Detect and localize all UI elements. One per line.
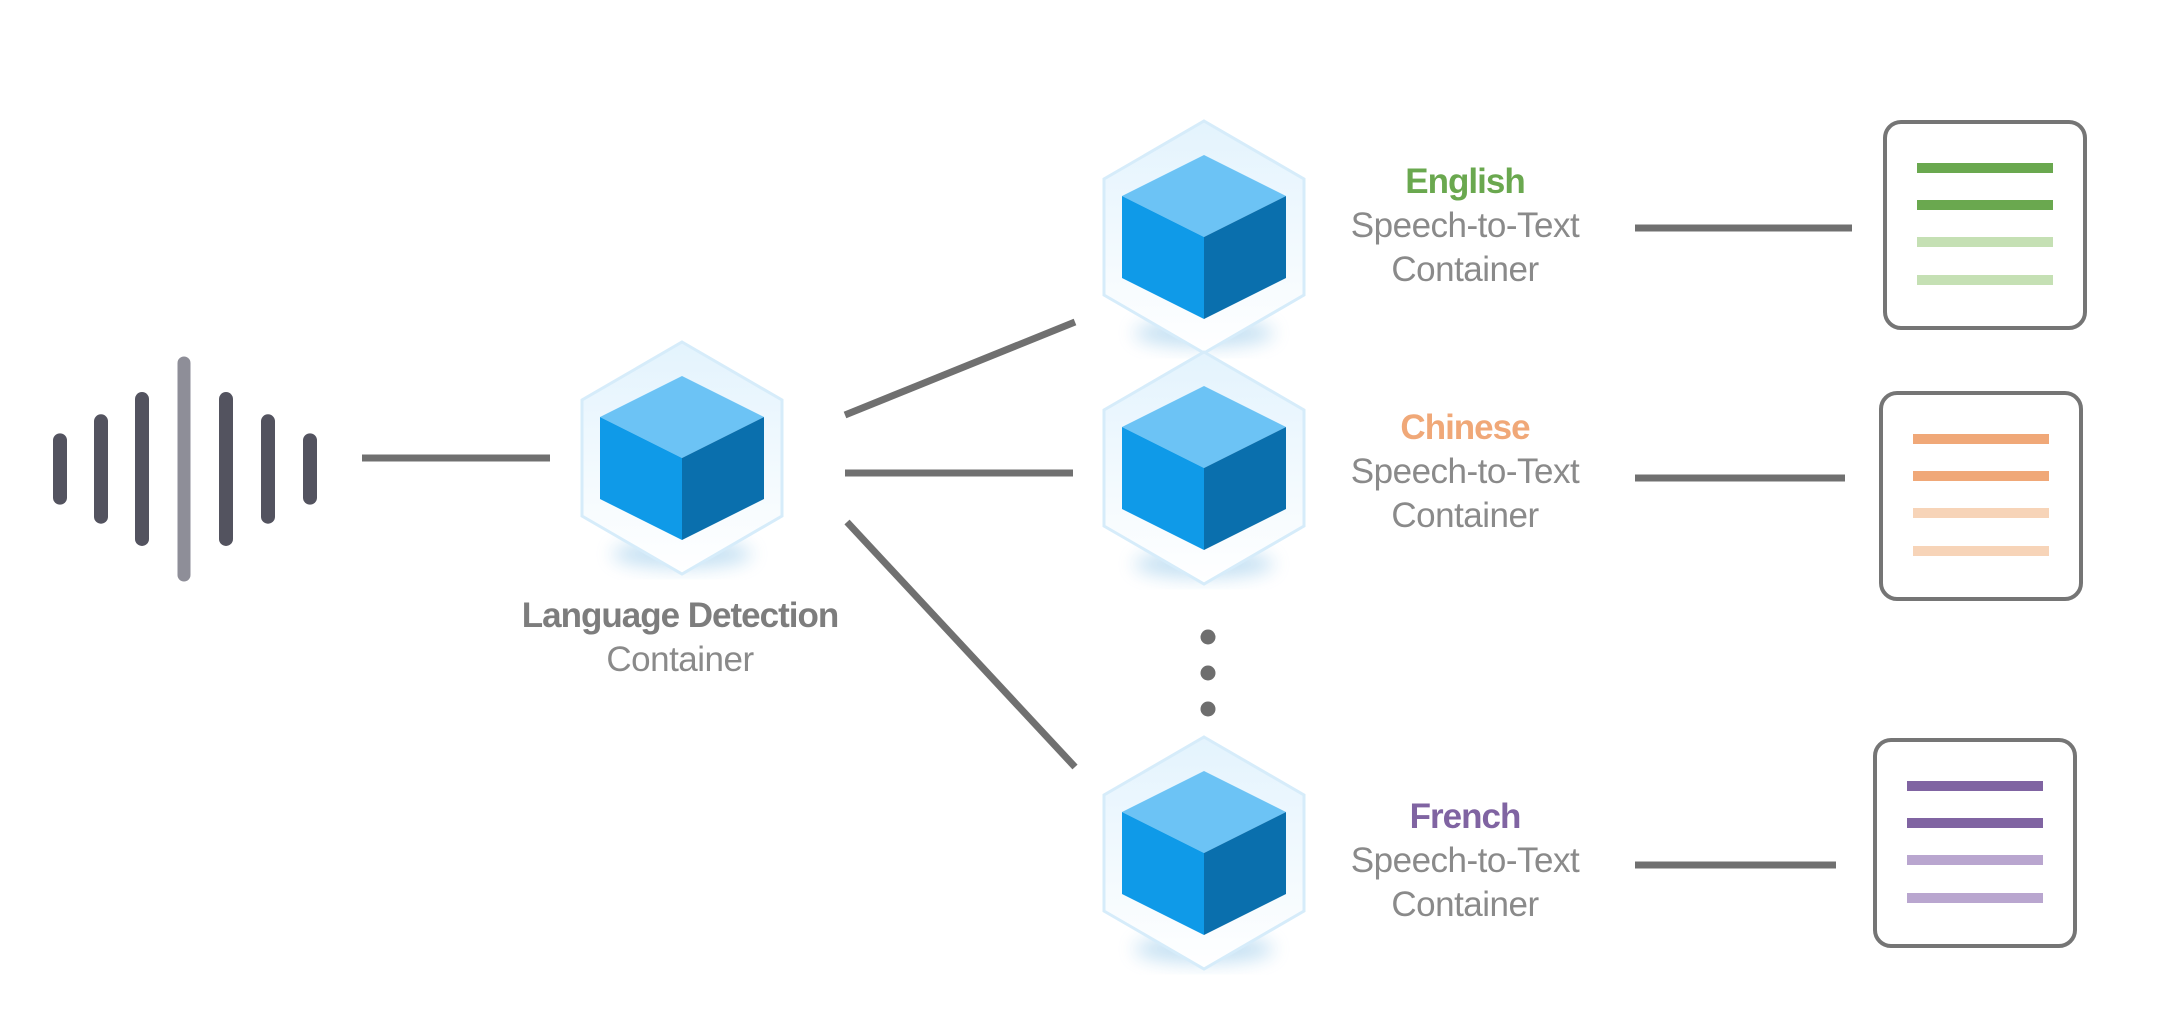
connector-detection-to-french <box>844 519 1078 770</box>
container-type-line1: Speech-to-Text <box>1350 452 1580 491</box>
ellipsis-dot <box>1200 629 1216 645</box>
english-container-label: English Speech-to-Text Container <box>1300 160 1630 292</box>
container-type-line2: Container <box>1391 496 1539 535</box>
detection-title: Language Detection <box>521 596 839 635</box>
container-type-line2: Container <box>1391 885 1539 924</box>
french-container-label: French Speech-to-Text Container <box>1300 795 1630 927</box>
ellipsis-dot <box>1200 701 1216 717</box>
cube-left-face <box>1122 427 1204 550</box>
connectors <box>362 224 1852 869</box>
cube-left-face <box>600 417 682 540</box>
chinese-container-label: Chinese Speech-to-Text Container <box>1300 406 1630 538</box>
container-type-line1: Speech-to-Text <box>1350 206 1580 245</box>
cube-left-face <box>1122 196 1204 319</box>
ellipsis-dot <box>1200 665 1216 681</box>
cube-right-face <box>1204 427 1286 550</box>
transcript-document-icon <box>1873 738 2077 948</box>
document-frame <box>1873 738 2077 948</box>
cube-right-face <box>682 417 764 540</box>
transcript-document-icon <box>1883 120 2087 330</box>
vertical-ellipsis-icon <box>1200 629 1216 717</box>
language-name-french: French <box>1409 797 1522 836</box>
document-frame <box>1883 120 2087 330</box>
detection-subtitle: Container <box>606 640 754 679</box>
language-name-chinese: Chinese <box>1400 408 1530 447</box>
cube-left-face <box>1122 812 1204 935</box>
container-type-line2: Container <box>1391 250 1539 289</box>
container-type-line1: Speech-to-Text <box>1350 841 1580 880</box>
language-name-english: English <box>1405 162 1525 201</box>
connector-detection-to-english <box>843 318 1077 419</box>
container-cube-icon <box>1102 119 1306 355</box>
container-cube-icon <box>1102 350 1306 586</box>
container-cube-icon <box>580 340 784 576</box>
cube-right-face <box>1204 812 1286 935</box>
sound-wave-icon <box>53 356 317 582</box>
language-detection-label: Language Detection Container <box>470 594 890 682</box>
cube-right-face <box>1204 196 1286 319</box>
transcript-document-icon <box>1879 391 2083 601</box>
document-frame <box>1879 391 2083 601</box>
container-cube-icon <box>1102 735 1306 971</box>
